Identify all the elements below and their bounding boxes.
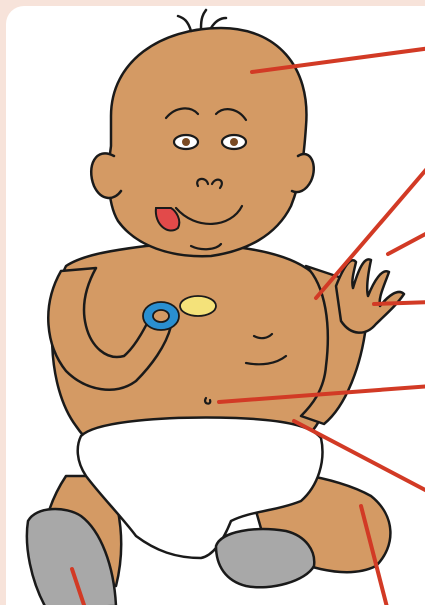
right-hand <box>336 259 404 332</box>
right-pupil <box>230 138 238 146</box>
pointer-hand <box>374 302 425 304</box>
head <box>109 28 307 256</box>
pointer-arm <box>316 164 425 298</box>
right-shoe <box>216 529 314 587</box>
pointer-fingers <box>388 231 425 254</box>
illustration-card <box>6 6 425 605</box>
baby-illustration <box>6 6 425 605</box>
left-pupil <box>182 138 190 146</box>
